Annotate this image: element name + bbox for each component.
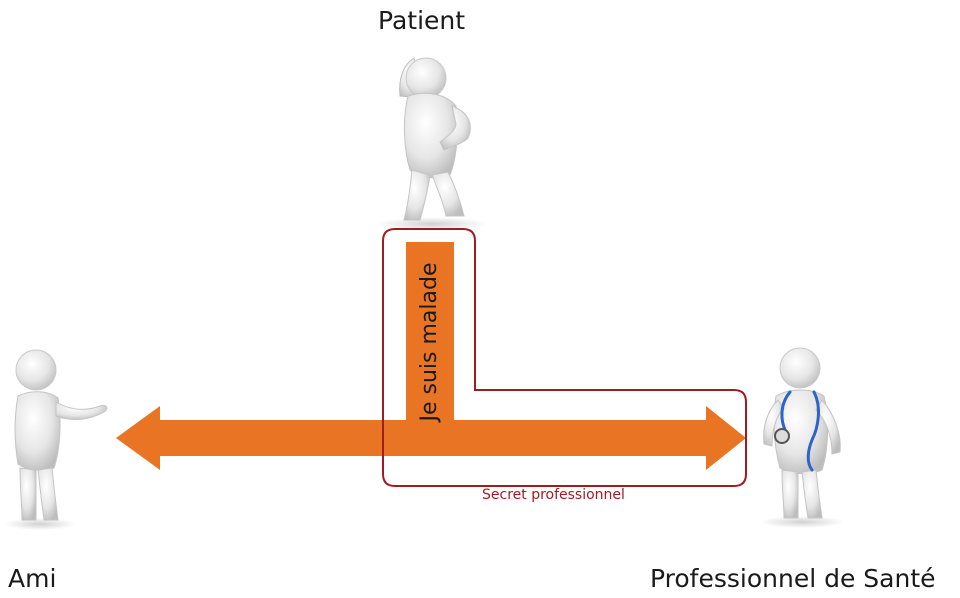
friend-figure-icon — [4, 349, 108, 530]
secret-label: Secret professionnel — [482, 487, 625, 503]
doctor-stethoscope-figure-icon — [760, 347, 844, 528]
message-text: Je suis malade — [417, 262, 442, 422]
message-bar — [406, 242, 454, 442]
professionnel-label: Professionnel de Santé — [650, 564, 936, 593]
patient-label: Patient — [378, 6, 466, 35]
ami-label: Ami — [8, 564, 57, 593]
secret-outline — [382, 228, 747, 487]
patient-figure-icon — [377, 57, 487, 231]
